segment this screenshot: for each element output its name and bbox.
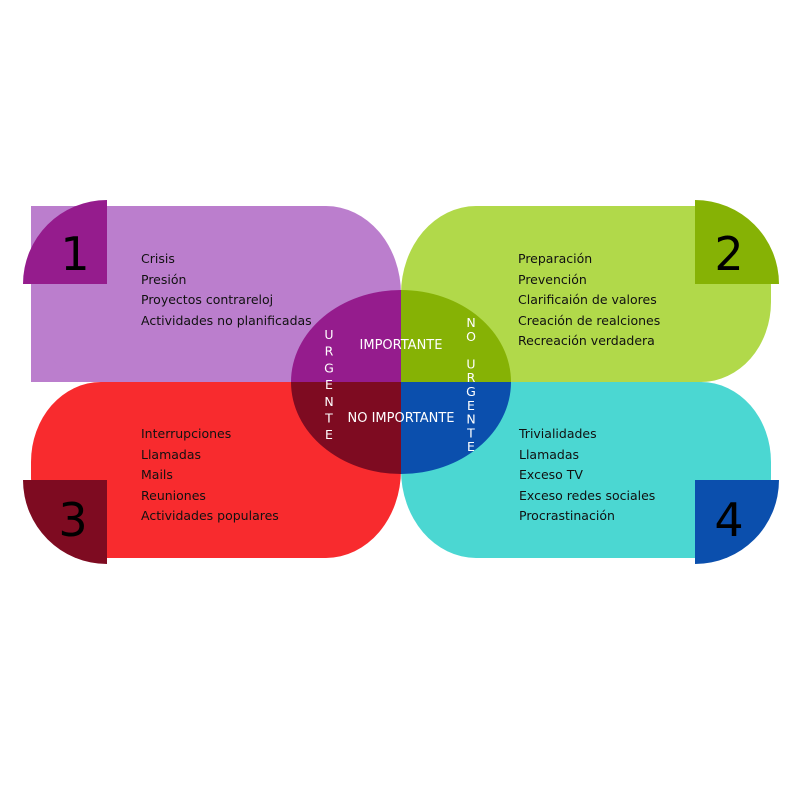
list-item: Actividades no planificadas <box>141 312 312 328</box>
list-item: Actividades populares <box>141 508 279 523</box>
list-item: Llamadas <box>519 446 580 462</box>
list-item: Llamadas <box>141 446 202 462</box>
list-item: Presión <box>141 271 187 287</box>
no-importante-label: NO IMPORTANTE <box>347 411 454 426</box>
importante-label: IMPORTANTE <box>360 338 443 353</box>
list-item: Preparación <box>518 251 593 266</box>
corner-tab-2 <box>695 200 779 284</box>
quadrant-2-fill <box>576 206 697 382</box>
quadrant-3-fill <box>105 382 225 558</box>
center-ellipse <box>291 290 511 474</box>
list-item: Exceso redes sociales <box>519 487 656 503</box>
corner-tab-4 <box>695 480 779 564</box>
list-item: Clarificaión de valores <box>518 292 657 307</box>
quadrant-1-number: 1 <box>60 227 89 281</box>
list-item: Exceso TV <box>519 467 583 482</box>
corner-tab-3 <box>23 480 107 564</box>
quadrant-4-fill <box>576 382 697 558</box>
list-item: Mails <box>141 467 173 482</box>
quadrant-4-list: Trivialidades Llamadas Exceso TV Exceso … <box>519 424 655 527</box>
quadrant-4-number: 4 <box>714 493 743 547</box>
list-item: Trivialidades <box>519 426 597 441</box>
corner-tab-1 <box>23 200 107 284</box>
list-item: Interrupciones <box>141 426 232 441</box>
list-item: Reuniones <box>141 487 206 503</box>
list-item: Proyectos contrareloj <box>141 292 274 307</box>
list-item: Prevención <box>518 271 587 287</box>
quadrant-1-fill <box>105 206 225 382</box>
list-item: Recreación verdadera <box>518 333 655 348</box>
quadrant-3-list: Interrupciones Llamadas Mails Reuniones … <box>141 424 279 527</box>
quadrant-2-list: Preparación Prevención Clarificaión de v… <box>518 249 660 352</box>
quadrant-3-number: 3 <box>58 493 87 547</box>
list-item: Procrastinación <box>519 508 615 523</box>
quadrant-2-number: 2 <box>714 227 743 281</box>
quadrant-1-list: Crisis Presión Proyectos contrareloj Act… <box>141 249 312 331</box>
list-item: Crisis <box>141 251 175 266</box>
list-item: Creación de realciones <box>518 312 661 328</box>
